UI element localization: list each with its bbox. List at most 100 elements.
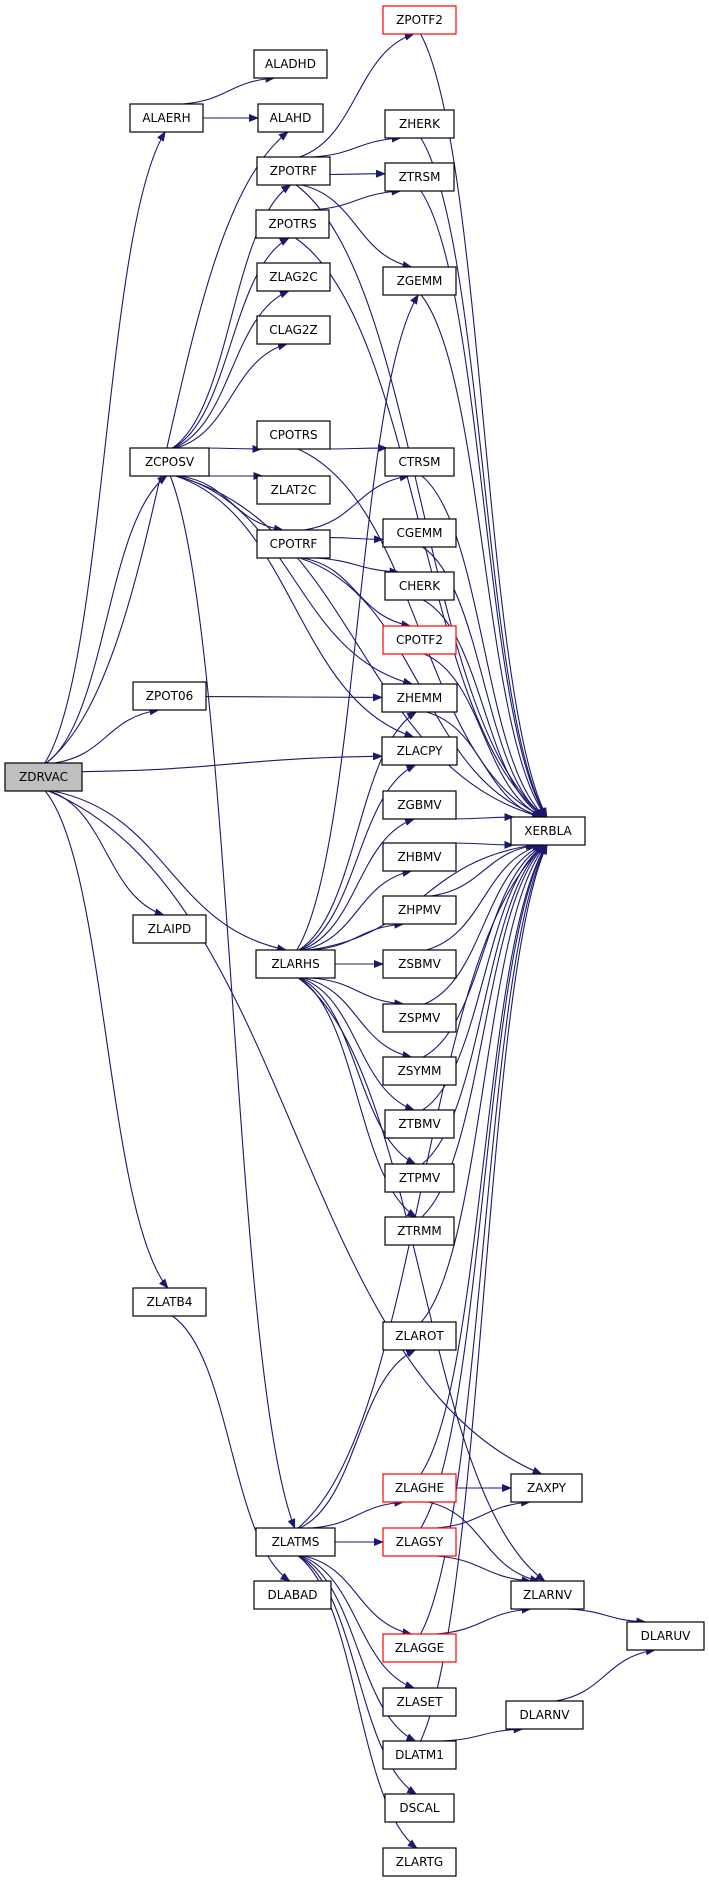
edge-zcposv-to-zlag2c — [173, 290, 290, 449]
node-cgemm[interactable]: CGEMM — [382, 518, 457, 548]
edge-zlarhs-to-zgemm — [296, 294, 419, 951]
node-zspmv[interactable]: ZSPMV — [382, 1003, 457, 1033]
node-box — [255, 209, 330, 239]
edge-zlatms-to-dlatm1 — [299, 1555, 417, 1742]
node-dlaruv[interactable]: DLARUV — [626, 1621, 705, 1651]
node-box — [384, 447, 455, 477]
edge-zlarhs-to-zspmv — [311, 977, 405, 1008]
node-zlacpy[interactable]: ZLACPY — [381, 736, 458, 766]
edge-zlatms-to-dscal — [298, 1555, 418, 1795]
node-ztpmv[interactable]: ZTPMV — [384, 1163, 455, 1193]
node-zhbmv[interactable]: ZHBMV — [382, 842, 457, 872]
edge-zpotrf-to-zpotf2 — [299, 32, 415, 158]
node-zlat2c[interactable]: ZLAT2C — [256, 475, 331, 505]
edge-cpotrf-to-cpotf2 — [302, 557, 412, 629]
edge-zlarhs-to-zhpmv — [311, 920, 405, 951]
node-zlagsy[interactable]: ZLAGSY — [382, 1527, 457, 1557]
node-label: ZLATB4 — [147, 1295, 193, 1309]
node-aladhd[interactable]: ALADHD — [253, 49, 328, 79]
node-zpotf2[interactable]: ZPOTF2 — [382, 5, 457, 35]
node-zlarhs[interactable]: ZLARHS — [255, 949, 336, 979]
node-alahd[interactable]: ALAHD — [257, 103, 324, 133]
node-zherk[interactable]: ZHERK — [384, 109, 455, 139]
node-label: CLAG2Z — [269, 323, 318, 337]
edge-zpotrf-to-xerbla — [295, 184, 547, 818]
node-zlaset[interactable]: ZLASET — [382, 1687, 457, 1717]
node-zdrvac[interactable]: ZDRVAC — [4, 762, 83, 792]
edge-zlarhs-to-zlarnv — [297, 977, 546, 1582]
node-label: CTRSM — [398, 455, 440, 469]
node-zlartg[interactable]: ZLARTG — [382, 1847, 457, 1877]
node-zlaipd[interactable]: ZLAIPD — [132, 914, 207, 944]
node-zpotrf[interactable]: ZPOTRF — [256, 156, 331, 186]
node-zpot06[interactable]: ZPOT06 — [132, 681, 207, 711]
node-zgbmv[interactable]: ZGBMV — [382, 790, 457, 820]
edge-cpotf2-to-xerbla — [423, 653, 545, 818]
node-ctrsm[interactable]: CTRSM — [384, 447, 455, 477]
edge-zcposv-to-cpotrs — [201, 444, 263, 453]
node-box — [510, 1580, 585, 1610]
node-label: ZLAROT — [395, 1329, 444, 1343]
node-zlatms[interactable]: ZLATMS — [255, 1527, 336, 1557]
node-label: DLATM1 — [395, 1748, 444, 1762]
node-box — [384, 1109, 455, 1139]
node-clag2z[interactable]: CLAG2Z — [256, 315, 331, 345]
edge-ctrsm-to-xerbla — [421, 475, 547, 818]
node-zgemm[interactable]: ZGEMM — [382, 266, 457, 296]
node-zpotrs[interactable]: ZPOTRS — [255, 209, 330, 239]
edge-zlarhs-to-ztbmv — [300, 977, 416, 1111]
node-xerbla[interactable]: XERBLA — [510, 816, 586, 846]
node-label: DLARUV — [641, 1629, 692, 1643]
node-zlarnv[interactable]: ZLARNV — [510, 1580, 585, 1610]
edge-zdrvac-to-zlaipd — [49, 790, 165, 917]
node-ztrmm[interactable]: ZTRMM — [384, 1216, 455, 1246]
edge-zlagsy-to-zaxpy — [435, 1498, 531, 1529]
node-zaxpy[interactable]: ZAXPY — [510, 1473, 583, 1503]
node-label: ZTRSM — [399, 170, 441, 184]
node-ztbmv[interactable]: ZTBMV — [384, 1109, 455, 1139]
node-ztrsm[interactable]: ZTRSM — [384, 162, 455, 192]
node-label: ZLARHS — [271, 957, 319, 971]
node-box — [382, 266, 457, 296]
node-zsbmv[interactable]: ZSBMV — [382, 949, 457, 979]
node-label: DSCAL — [399, 1801, 439, 1815]
node-box — [256, 156, 331, 186]
node-dscal[interactable]: DSCAL — [384, 1793, 455, 1823]
node-box — [384, 1216, 455, 1246]
node-label: ZLAGGE — [395, 1641, 444, 1655]
edge-dlarnv-to-dlaruv — [555, 1647, 656, 1702]
node-cpotrf[interactable]: CPOTRF — [256, 529, 331, 559]
edge-zcposv-to-zhemm — [176, 475, 414, 686]
node-label: ALADHD — [265, 57, 316, 71]
node-cherk[interactable]: CHERK — [384, 571, 455, 601]
node-box — [505, 1700, 584, 1730]
edge-zsymm-to-xerbla — [422, 844, 546, 1058]
node-zlaghe[interactable]: ZLAGHE — [382, 1473, 457, 1503]
edge-zcposv-to-zpotrf — [172, 184, 292, 449]
node-zlatb4[interactable]: ZLATB4 — [132, 1287, 207, 1317]
node-label: CGEMM — [397, 526, 443, 540]
node-label: ZPOTRS — [268, 217, 316, 231]
node-cpotf2[interactable]: CPOTF2 — [382, 625, 457, 655]
node-zhpmv[interactable]: ZHPMV — [382, 895, 457, 925]
node-zsymm[interactable]: ZSYMM — [382, 1056, 457, 1086]
node-zcposv[interactable]: ZCPOSV — [129, 447, 210, 477]
node-zlagge[interactable]: ZLAGGE — [382, 1633, 457, 1663]
node-cpotrs[interactable]: CPOTRS — [256, 420, 331, 450]
node-dlabad[interactable]: DLABAD — [253, 1580, 332, 1610]
node-alaerh[interactable]: ALAERH — [129, 103, 204, 133]
node-dlarnv[interactable]: DLARNV — [505, 1700, 584, 1730]
node-box — [382, 518, 457, 548]
node-zlarot[interactable]: ZLAROT — [382, 1321, 457, 1351]
node-label: ZTBMV — [398, 1117, 441, 1131]
node-dlatm1[interactable]: DLATM1 — [382, 1740, 457, 1770]
node-zlag2c[interactable]: ZLAG2C — [256, 262, 331, 292]
node-label: ZTRMM — [397, 1224, 442, 1238]
node-box — [382, 5, 457, 35]
node-box — [626, 1621, 705, 1651]
node-zhemm[interactable]: ZHEMM — [381, 683, 458, 713]
node-box — [129, 447, 210, 477]
edge-zlagge-to-xerbla — [420, 844, 548, 1635]
edge-zlagsy-to-zlarnv — [436, 1555, 532, 1585]
